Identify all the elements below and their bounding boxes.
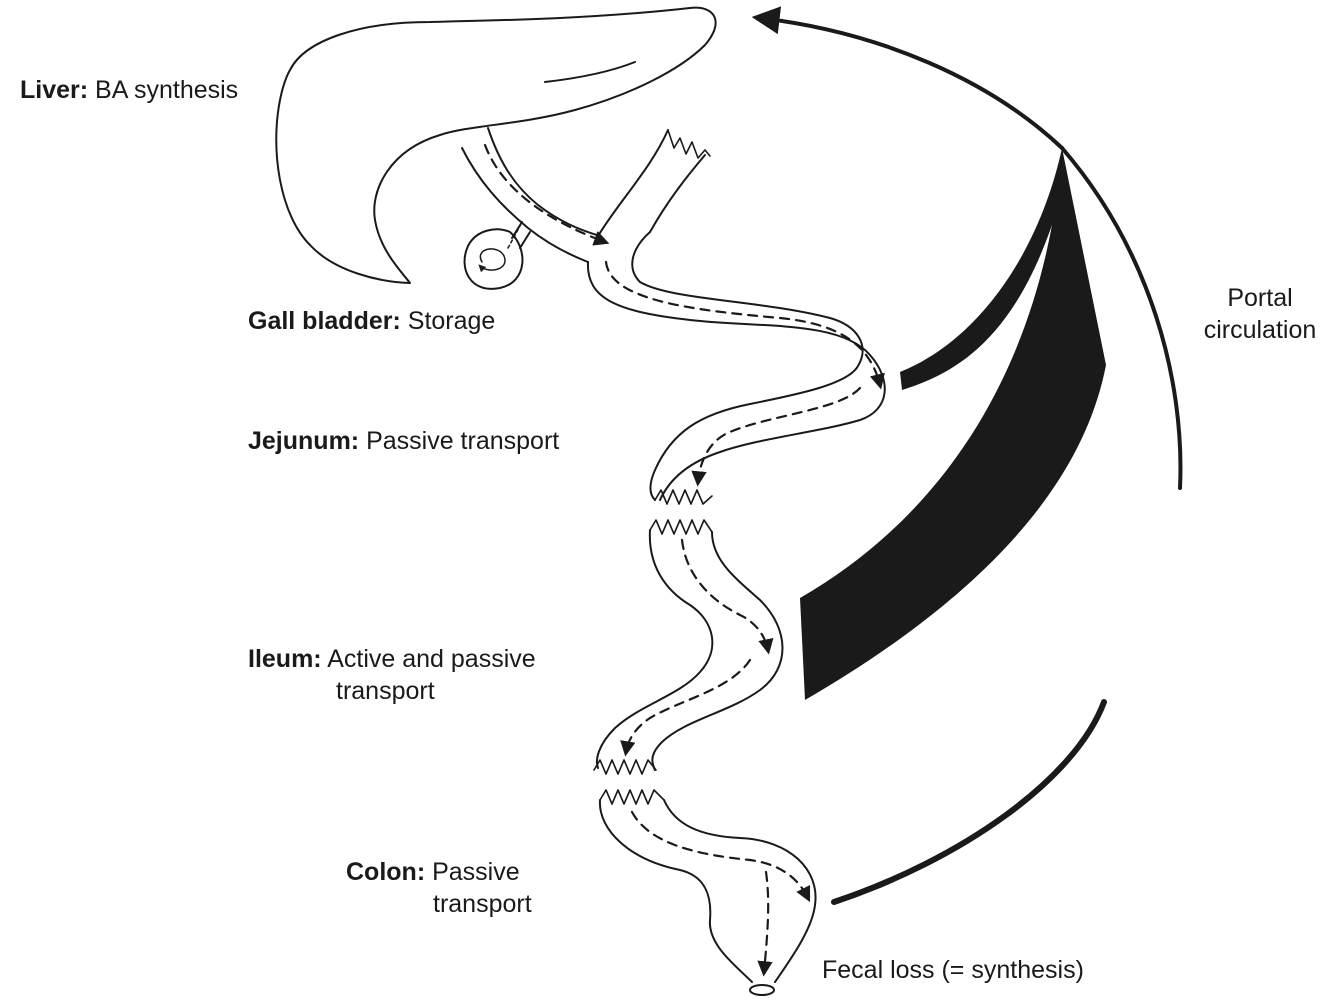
jejunum-zigzag-lower [649, 519, 713, 535]
hepatic-duct [461, 147, 589, 263]
liver-label: Liver: BA synthesis [20, 74, 238, 106]
jejunum-label: Jejunum: Passive transport [248, 425, 559, 457]
fecal-loss-label: Fecal loss (= synthesis) [822, 956, 1084, 984]
stomach-tube [597, 129, 669, 237]
jejunum-absorption-channel [900, 148, 1062, 390]
rectum-opening [749, 984, 775, 996]
gall-bladder-label-title: Gall bladder: [248, 307, 401, 335]
colon-label: Colon: Passive [346, 856, 520, 888]
portal-label-line1: Portal [1227, 284, 1293, 312]
gall-bladder [463, 228, 524, 290]
duodenum-jejunum-tube-inner [631, 231, 864, 501]
ileum-label-line2: transport [336, 677, 435, 705]
flow-ileum-upper [680, 538, 774, 655]
ileum-zigzag-upper [593, 759, 657, 775]
jejunum-label-text: Passive transport [366, 427, 560, 455]
liver-label-text: BA synthesis [95, 76, 239, 104]
liver-label-title: Liver: [20, 76, 89, 104]
portal-return-arc [751, 6, 1064, 150]
ileum-tube-outer [596, 529, 714, 769]
liver-lobe-line [544, 61, 636, 83]
jejunum-zigzag-upper [654, 489, 713, 505]
colon-label-title: Colon: [346, 858, 426, 886]
liver-outline [275, 6, 717, 284]
flow-hepatic-to-duodenum [483, 143, 610, 246]
flow-jejunum [691, 386, 862, 487]
ileum-zigzag-lower [599, 789, 665, 805]
gall-bladder-flow-arrow [478, 248, 506, 273]
ileum-absorption-channel [800, 148, 1106, 700]
gall-bladder-label: Gall bladder: Storage [248, 305, 495, 337]
colon-outline [598, 799, 753, 983]
portal-circulation-label: Portal circulation [1190, 282, 1330, 346]
ileum-label-text: Active and passive [327, 645, 536, 673]
flow-fecal-loss [757, 870, 773, 977]
portal-outer-arc [1060, 146, 1183, 490]
jejunum-label-title: Jejunum: [248, 427, 360, 455]
gall-bladder-label-text: Storage [407, 307, 496, 335]
colon-label-line2: transport [433, 890, 532, 918]
colon-label-text: Passive [432, 858, 520, 886]
ileum-tube-inner [651, 531, 784, 771]
ileum-label: Ileum: Active and passive [248, 643, 536, 675]
flow-duodenum-to-jejunum [604, 260, 885, 390]
portal-colon-branch [831, 699, 1107, 905]
flow-colon [630, 810, 811, 903]
stomach-zigzag-edge [667, 129, 711, 159]
flow-ileum-lower [620, 658, 752, 757]
ileum-label-title: Ileum: [248, 645, 322, 673]
portal-label-line2: circulation [1203, 316, 1317, 344]
